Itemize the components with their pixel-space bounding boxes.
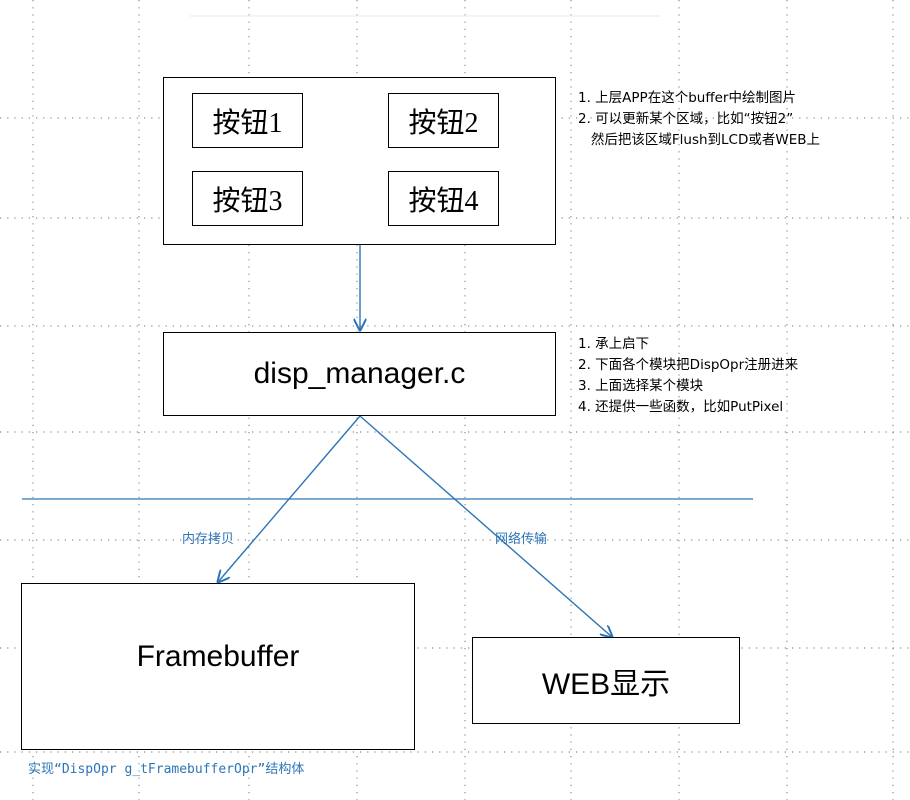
network-transfer-label: 网络传输 — [495, 532, 548, 547]
framebuffer-box — [21, 583, 415, 750]
framebuffer-caption: 实现“DispOpr g_tFramebufferOpr”结构体 — [28, 762, 305, 777]
note-line: 4. 还提供一些函数，比如PutPixel — [578, 399, 784, 415]
disp-manager-notes: 1. 承上启下 2. 下面各个模块把DispOpr注册进来 3. 上面选择某个模… — [578, 334, 798, 418]
memory-copy-label: 内存拷贝 — [182, 532, 235, 547]
app-buffer-notes: 1. 上层APP在这个buffer中绘制图片 2. 可以更新某个区域，比如“按钮… — [578, 88, 820, 151]
button-2-box: 按钮2 — [388, 93, 499, 148]
note-line: 1. 承上启下 — [578, 336, 650, 352]
note-line: 1. 上层APP在这个buffer中绘制图片 — [578, 90, 796, 106]
note-line: 2. 下面各个模块把DispOpr注册进来 — [578, 357, 799, 373]
framebuffer-label: Framebuffer — [136, 640, 300, 673]
note-line: 3. 上面选择某个模块 — [578, 378, 704, 394]
button-4-box: 按钮4 — [388, 171, 499, 226]
note-line: 然后把该区域Flush到LCD或者WEB上 — [578, 132, 821, 148]
disp-manager-box — [163, 332, 556, 416]
web-display-box — [472, 637, 740, 724]
button-1-box: 按钮1 — [192, 93, 303, 148]
disp-manager-label: disp_manager.c — [253, 357, 466, 390]
note-line: 2. 可以更新某个区域，比如“按钮2” — [578, 111, 794, 127]
web-display-label: WEB显示 — [541, 667, 671, 701]
button-3-box: 按钮3 — [192, 171, 303, 226]
